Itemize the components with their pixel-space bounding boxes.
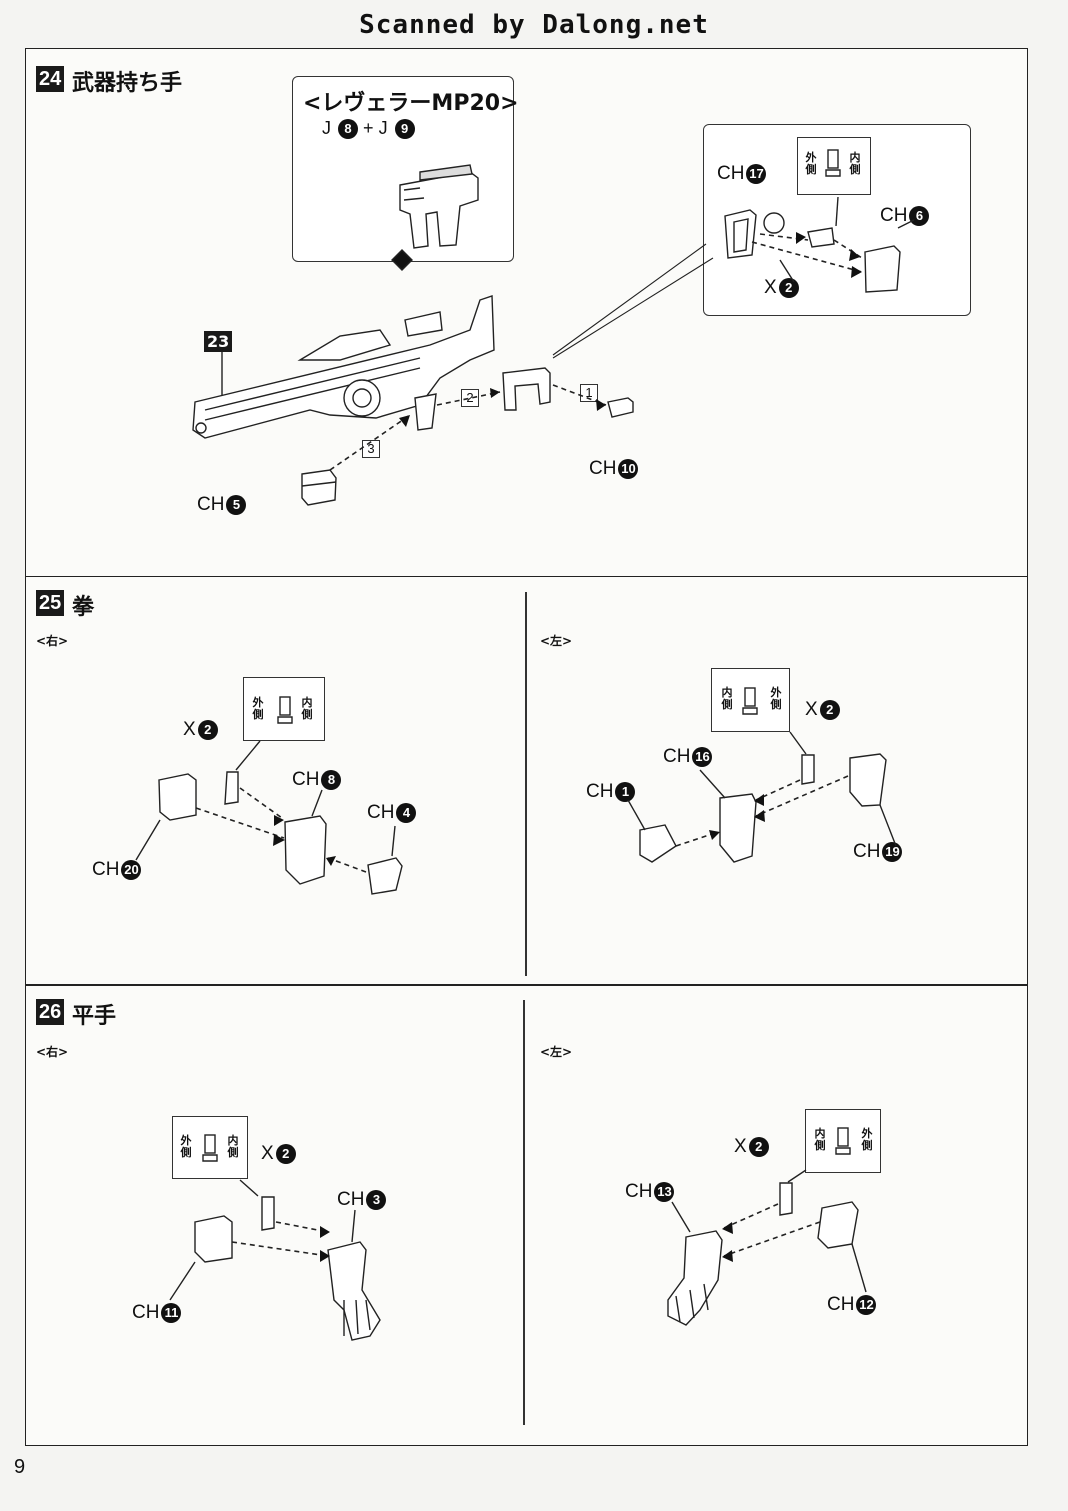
step-24-number: 24	[36, 66, 65, 92]
part-number-2: 2	[197, 719, 218, 740]
part-number-19: 19	[882, 841, 903, 862]
io-outer-label-26r: 外側	[180, 1134, 192, 1159]
io-outer-label-25r: 外側	[252, 696, 264, 721]
part-number-17: 17	[746, 163, 767, 184]
step-26-right-side-label: <右>	[36, 1045, 69, 1059]
rifle-part-j: J	[322, 118, 331, 138]
grip-part-illustration	[301, 367, 634, 506]
io-pin-icons	[202, 149, 851, 1162]
rifle-inset-box	[292, 76, 514, 262]
io-inner-label-24: 内側	[849, 151, 861, 176]
part-number-20: 20	[121, 859, 142, 880]
part-number-2: 2	[819, 699, 840, 720]
open-hand-right-illustration	[169, 1179, 381, 1341]
step-26-title: 平手	[72, 1004, 117, 1029]
order-2: 2	[461, 389, 479, 407]
part-number-16: 16	[692, 746, 713, 767]
plus-sign: +	[363, 118, 374, 138]
part-number-4: 4	[396, 802, 417, 823]
io-inner-label-25l: 内側	[721, 686, 733, 711]
part-number-5: 5	[226, 494, 247, 515]
step-25-number: 25	[36, 590, 65, 616]
ref-step-23: 23	[204, 331, 233, 352]
rifle-title: <レヴェラーMP20>	[303, 91, 519, 116]
part-number-10: 10	[618, 458, 639, 479]
scan-credit: Scanned by Dalong.net	[359, 10, 709, 40]
part-number-1: 1	[615, 781, 636, 802]
order-1: 1	[580, 384, 598, 402]
part-number-11: 11	[161, 1302, 182, 1323]
part-number-9: 9	[394, 119, 415, 140]
part-number-2: 2	[748, 1136, 769, 1157]
rifle-parts-label: J 8 + J 9	[322, 118, 415, 140]
io-inner-label-26l: 内側	[814, 1127, 826, 1152]
step-26-left-side-label: <左>	[540, 1045, 573, 1059]
part-number-2: 2	[275, 1143, 296, 1164]
io-outer-label-26l: 外側	[861, 1127, 873, 1152]
rifle-part-j-2: J	[378, 118, 388, 138]
step-25-divider	[525, 592, 527, 976]
part-number-2: 2	[778, 277, 799, 298]
step-26-number: 26	[36, 999, 65, 1025]
fist-left-illustration	[627, 731, 897, 863]
detail-parts-illustration	[724, 196, 915, 293]
step-25-left-side-label: <左>	[540, 634, 573, 648]
diamond-marker	[391, 249, 413, 271]
part-number-3: 3	[366, 1189, 387, 1210]
order-3: 3	[362, 440, 380, 458]
fist-right-illustration	[135, 740, 403, 895]
step-26-divider	[523, 1000, 525, 1425]
step-25-right-side-label: <右>	[36, 634, 69, 648]
step-25-title: 拳	[72, 595, 95, 620]
step-26-panel	[25, 985, 1028, 1446]
io-inner-label-26r: 内側	[227, 1134, 239, 1159]
part-number-8: 8	[321, 769, 342, 790]
part-number-12: 12	[856, 1294, 877, 1315]
step-24-title: 武器持ち手	[72, 71, 183, 96]
main-rifle-illustration	[192, 295, 495, 439]
page-number: 9	[14, 1456, 26, 1478]
part-number-13: 13	[654, 1181, 675, 1202]
part-number-8: 8	[338, 119, 359, 140]
io-outer-label-25l: 外側	[770, 686, 782, 711]
part-number-6: 6	[909, 205, 930, 226]
open-hand-left-illustration	[667, 1169, 867, 1326]
io-inner-label-25r: 内側	[301, 696, 313, 721]
io-outer-label-24: 外側	[805, 151, 817, 176]
small-rifle-illustration	[399, 164, 479, 249]
